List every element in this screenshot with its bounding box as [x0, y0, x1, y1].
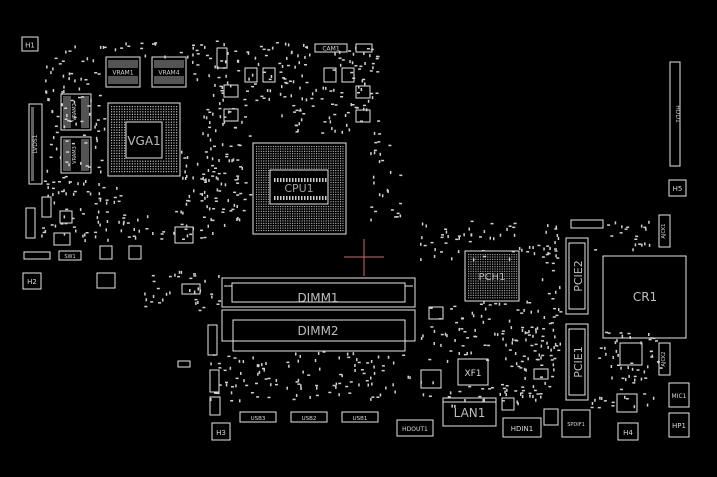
vga-chip[interactable]: VGA1 — [107, 102, 181, 177]
usb2-label: USB2 — [302, 416, 317, 422]
usb1-label: USB1 — [353, 416, 368, 422]
cpu-ball-grid — [256, 146, 344, 232]
lvds-label: LVDS1 — [32, 134, 39, 153]
hdmi-out-port[interactable]: HDOUT1 — [396, 419, 434, 437]
mic-label: MIC1 — [672, 393, 687, 400]
mounting-hole-h5-label: H5 — [673, 185, 683, 193]
vga-label: VGA1 — [127, 134, 160, 148]
hdmi-out-label: HDOUT1 — [402, 426, 428, 433]
dimm1-label: DIMM1 — [297, 291, 338, 305]
pch-ball-grid — [468, 254, 518, 299]
mounting-hole-h4-label: H4 — [623, 429, 633, 437]
audio-jack-ajck1-label: AJCK1 — [661, 224, 667, 239]
cpu-socket[interactable]: CPU1 — [252, 142, 347, 235]
mounting-hole-h1[interactable]: H1 — [21, 36, 39, 52]
spdif-label: SPDIF1 — [567, 422, 585, 428]
usb1-port[interactable]: USB1 — [341, 411, 379, 423]
headphone-label: HP1 — [672, 422, 686, 430]
usb3-label: USB3 — [251, 416, 266, 422]
switch-sw1[interactable]: SW1 — [58, 250, 82, 261]
vram1-chip[interactable]: VRAM1 — [105, 56, 141, 88]
dimm2-label: DIMM2 — [297, 324, 338, 338]
mounting-hole-h3-label: H3 — [216, 429, 226, 437]
lan-label: LAN1 — [454, 406, 486, 420]
vram3-label: VRAM3 — [72, 146, 78, 164]
card-reader-label: CR1 — [633, 290, 657, 304]
cpu-die-pads — [274, 178, 327, 200]
camera-connector-label: CAM1 — [322, 46, 339, 53]
smd-pads — [41, 40, 663, 409]
vram2-chip[interactable]: VRAM2 — [60, 93, 92, 131]
transformer-xf1[interactable]: XF1 — [457, 358, 489, 386]
lvds-connector[interactable]: LVDS1 — [28, 103, 43, 185]
cpu-label: CPU1 — [284, 182, 313, 195]
card-reader-cr1[interactable]: CR1 — [602, 255, 687, 339]
audio-jack-ajck2[interactable]: AJCK2 — [658, 342, 671, 376]
hdd-label: HDD1 — [674, 105, 681, 123]
vga-ball-grid — [111, 106, 178, 173]
pch-chip[interactable]: PCH1 — [464, 250, 520, 302]
transformer-label: XF1 — [464, 369, 481, 379]
dimm1-slot[interactable]: DIMM1 — [221, 277, 416, 308]
pcie2-slot[interactable]: PCIE2 — [565, 237, 589, 315]
mounting-hole-h3[interactable]: H3 — [211, 422, 231, 441]
mounting-hole-h2-label: H2 — [27, 278, 37, 286]
hdmi-in-port[interactable]: HDIN1 — [502, 417, 542, 438]
vram3-chip[interactable]: VRAM3 — [60, 136, 92, 174]
headphone-jack[interactable]: HP1 — [668, 412, 690, 438]
usb2-port[interactable]: USB2 — [290, 411, 328, 423]
vram2-label: VRAM2 — [72, 103, 78, 121]
dimm2-slot[interactable]: DIMM2 — [221, 309, 416, 352]
usb3-port[interactable]: USB3 — [239, 411, 277, 423]
vram4-label: VRAM4 — [158, 70, 179, 77]
vram1-label: VRAM1 — [112, 70, 133, 77]
crosshair-marker — [344, 239, 384, 276]
mounting-hole-h2[interactable]: H2 — [22, 272, 42, 290]
mic-jack[interactable]: MIC1 — [668, 382, 690, 408]
mounting-hole-h5[interactable]: H5 — [668, 179, 687, 197]
spdif-port[interactable]: SPDIF1 — [561, 409, 591, 438]
pcie2-label: PCIE2 — [572, 260, 585, 292]
audio-jack-ajck1[interactable]: AJCK1 — [658, 214, 671, 248]
mounting-hole-h1-label: H1 — [25, 42, 35, 50]
lan-port[interactable]: LAN1 — [442, 397, 497, 427]
vram4-chip[interactable]: VRAM4 — [151, 56, 187, 88]
audio-jack-ajck2-label: AJCK2 — [661, 352, 667, 367]
hdd-connector[interactable]: HDD1 — [669, 61, 681, 167]
misc-components — [23, 47, 643, 426]
mounting-hole-h4[interactable]: H4 — [617, 422, 639, 441]
switch-label: SW1 — [64, 254, 75, 260]
hdmi-in-label: HDIN1 — [511, 425, 533, 433]
pcie1-slot[interactable]: PCIE1 — [565, 323, 589, 401]
pch-label: PCH1 — [479, 272, 506, 283]
pcie1-label: PCIE1 — [572, 346, 585, 378]
